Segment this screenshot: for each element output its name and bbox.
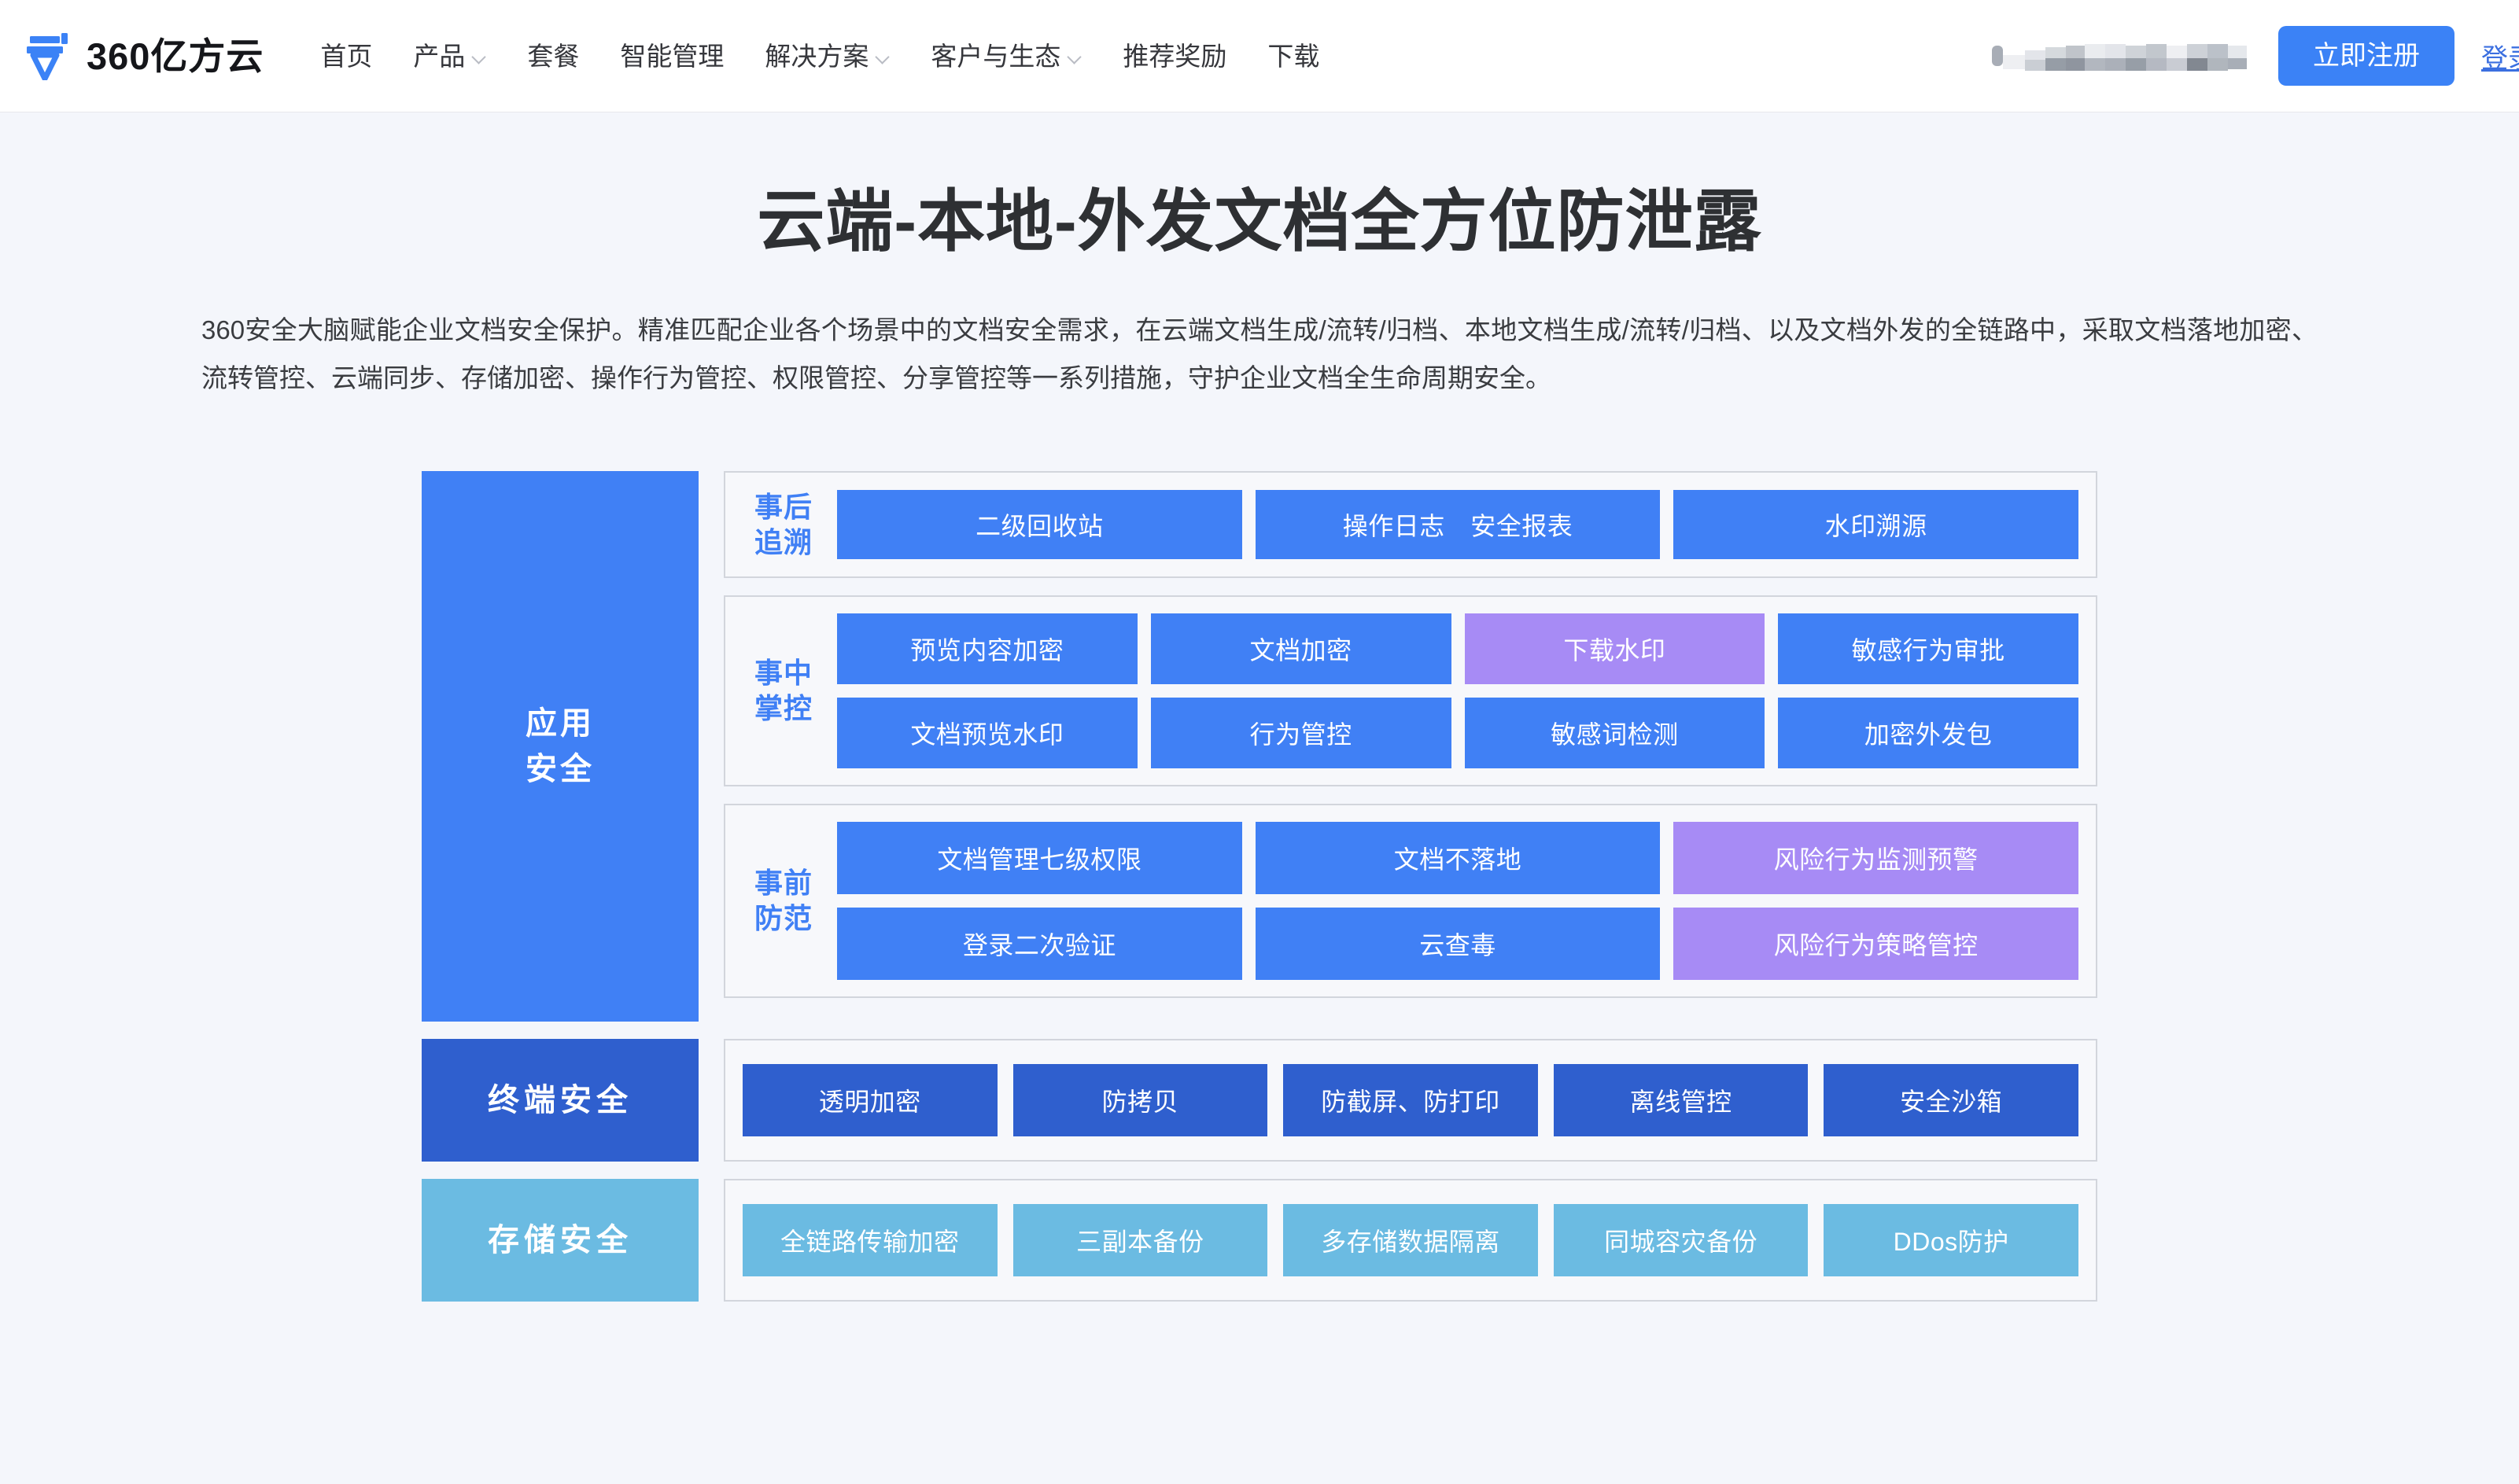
stage-label-line1: 事前 bbox=[754, 867, 813, 900]
tile-offline-control[interactable]: 离线管控 bbox=[1553, 1063, 1809, 1136]
tile-row: 登录二次验证 云查毒 风险行为策略管控 bbox=[837, 907, 2079, 980]
tile-preview-content-encryption[interactable]: 预览内容加密 bbox=[837, 613, 1138, 684]
page-title: 云端-本地-外发文档全方位防泄露 bbox=[757, 184, 1762, 260]
chevron-down-icon bbox=[876, 51, 890, 64]
tile-row: 文档预览水印 行为管控 敏感词检测 加密外发包 bbox=[837, 697, 2078, 768]
tile-document-preview-watermark[interactable]: 文档预览水印 bbox=[837, 697, 1138, 768]
stage-label: 事后 追溯 bbox=[743, 489, 824, 560]
brand-name: 360亿方云 bbox=[87, 35, 264, 77]
stage-post-incident-traceability: 事后 追溯 二级回收站 操作日志 安全报表 水印溯源 bbox=[724, 470, 2097, 578]
tile-second-level-recycle-bin[interactable]: 二级回收站 bbox=[837, 489, 1242, 559]
register-button[interactable]: 立即注册 bbox=[2278, 26, 2454, 86]
tile-full-link-transmission-encryption[interactable]: 全链路传输加密 bbox=[743, 1203, 998, 1276]
redacted-account-info bbox=[1975, 35, 2252, 77]
chevron-down-icon bbox=[473, 51, 486, 64]
nav-label: 智能管理 bbox=[620, 41, 725, 71]
stage-label-line1: 事后 bbox=[754, 490, 813, 523]
storage-security-tiles: 全链路传输加密 三副本备份 多存储数据隔离 同城容灾备份 DDos防护 bbox=[724, 1178, 2097, 1302]
stage-label: 事前 防范 bbox=[743, 865, 824, 936]
nav-item-customers-ecosystem[interactable]: 客户与生态 bbox=[931, 43, 1082, 69]
tile-seven-level-document-permissions[interactable]: 文档管理七级权限 bbox=[837, 821, 1242, 894]
stage-tiles: 二级回收站 操作日志 安全报表 水印溯源 bbox=[837, 489, 2079, 559]
site-header: 360亿方云 首页 产品 套餐 智能管理 解决方案 客户与生态 推荐奖励 下载 bbox=[0, 0, 2519, 112]
stage-label-line1: 事中 bbox=[754, 657, 813, 690]
layer-label-line2: 安全 bbox=[526, 751, 595, 786]
tile-risk-behavior-monitoring-alert[interactable]: 风险行为监测预警 bbox=[1673, 821, 2079, 894]
main-nav: 首页 产品 套餐 智能管理 解决方案 客户与生态 推荐奖励 下载 bbox=[320, 43, 1319, 69]
tile-triple-replica-backup[interactable]: 三副本备份 bbox=[1012, 1203, 1268, 1276]
stage-pre-incident-prevention: 事前 防范 文档管理七级权限 文档不落地 风险行为监测预警 登录二次验证 云查毒… bbox=[724, 803, 2097, 998]
layer-application-security: 应用 安全 事后 追溯 二级回收站 操作日志 安全报表 水印溯源 bbox=[422, 470, 2097, 1022]
stage-tiles: 预览内容加密 文档加密 下载水印 敏感行为审批 文档预览水印 行为管控 敏感词检… bbox=[837, 613, 2078, 768]
tile-row: 文档管理七级权限 文档不落地 风险行为监测预警 bbox=[837, 821, 2079, 894]
nav-label: 套餐 bbox=[527, 41, 580, 71]
stage-in-progress-control: 事中 掌控 预览内容加密 文档加密 下载水印 敏感行为审批 文档预览水印 行为管… bbox=[724, 595, 2097, 786]
layer-label-line1: 应用 bbox=[526, 705, 595, 741]
endpoint-security-tiles: 透明加密 防拷贝 防截屏、防打印 离线管控 安全沙箱 bbox=[724, 1038, 2097, 1162]
tile-sensitive-behavior-approval[interactable]: 敏感行为审批 bbox=[1778, 613, 2078, 684]
tile-behavior-control[interactable]: 行为管控 bbox=[1150, 697, 1451, 768]
layer-storage-security: 存储安全 全链路传输加密 三副本备份 多存储数据隔离 同城容灾备份 DDos防护 bbox=[422, 1178, 2097, 1302]
tile-document-encryption[interactable]: 文档加密 bbox=[1150, 613, 1451, 684]
nav-label: 首页 bbox=[320, 41, 373, 71]
tile-risk-behavior-policy-control[interactable]: 风险行为策略管控 bbox=[1673, 907, 2079, 980]
header-actions: 立即注册 登录 bbox=[1975, 0, 2519, 112]
stage-label: 事中 掌控 bbox=[743, 655, 824, 726]
application-security-stages: 事后 追溯 二级回收站 操作日志 安全报表 水印溯源 事中 bbox=[724, 470, 2097, 1022]
tile-operation-log-security-report[interactable]: 操作日志 安全报表 bbox=[1255, 489, 1661, 559]
login-link[interactable]: 登录 bbox=[2481, 43, 2519, 74]
stage-label-line2: 追溯 bbox=[754, 525, 813, 558]
nav-item-plans[interactable]: 套餐 bbox=[527, 43, 579, 69]
tile-login-two-factor-verification[interactable]: 登录二次验证 bbox=[837, 907, 1242, 980]
nav-item-products[interactable]: 产品 bbox=[413, 43, 486, 69]
stage-label-line2: 防范 bbox=[754, 902, 813, 935]
nav-label: 解决方案 bbox=[765, 41, 869, 71]
nav-label: 客户与生态 bbox=[931, 41, 1061, 71]
layer-label-storage-security: 存储安全 bbox=[422, 1178, 699, 1302]
tile-security-sandbox[interactable]: 安全沙箱 bbox=[1824, 1063, 2078, 1136]
tile-encrypted-outbound-package[interactable]: 加密外发包 bbox=[1778, 697, 2078, 768]
layer-label-endpoint-security: 终端安全 bbox=[422, 1038, 699, 1162]
tile-anti-screenshot-anti-print[interactable]: 防截屏、防打印 bbox=[1283, 1063, 1538, 1136]
tile-document-no-local-storage[interactable]: 文档不落地 bbox=[1255, 821, 1661, 894]
tile-anti-copy[interactable]: 防拷贝 bbox=[1012, 1063, 1268, 1136]
layer-label-application-security: 应用 安全 bbox=[422, 470, 699, 1022]
yifangyun-pen-logo-icon bbox=[27, 31, 72, 82]
tile-row: 二级回收站 操作日志 安全报表 水印溯源 bbox=[837, 489, 2079, 559]
security-architecture-diagram: 应用 安全 事后 追溯 二级回收站 操作日志 安全报表 水印溯源 bbox=[422, 470, 2097, 1302]
tile-transparent-encryption[interactable]: 透明加密 bbox=[743, 1063, 998, 1136]
page-description: 360安全大脑赋能企业文档安全保护。精准匹配企业各个场景中的文档安全需求，在云端… bbox=[201, 315, 2318, 392]
nav-label: 推荐奖励 bbox=[1123, 41, 1227, 71]
nav-item-referral-rewards[interactable]: 推荐奖励 bbox=[1123, 43, 1226, 69]
tile-row: 预览内容加密 文档加密 下载水印 敏感行为审批 bbox=[837, 613, 2078, 684]
nav-item-home[interactable]: 首页 bbox=[320, 43, 372, 69]
brand-logo[interactable]: 360亿方云 bbox=[27, 31, 264, 82]
nav-label: 下载 bbox=[1267, 41, 1320, 71]
chevron-down-icon bbox=[1068, 51, 1082, 64]
tile-ddos-protection[interactable]: DDos防护 bbox=[1824, 1203, 2078, 1276]
tile-multi-storage-data-isolation[interactable]: 多存储数据隔离 bbox=[1283, 1203, 1538, 1276]
nav-label: 产品 bbox=[413, 41, 466, 71]
layer-endpoint-security: 终端安全 透明加密 防拷贝 防截屏、防打印 离线管控 安全沙箱 bbox=[422, 1038, 2097, 1162]
tile-watermark-tracing[interactable]: 水印溯源 bbox=[1673, 489, 2079, 559]
nav-item-download[interactable]: 下载 bbox=[1267, 43, 1319, 69]
tile-sensitive-word-detection[interactable]: 敏感词检测 bbox=[1464, 697, 1765, 768]
page-content: 云端-本地-外发文档全方位防泄露 360安全大脑赋能企业文档安全保护。精准匹配企… bbox=[0, 183, 2519, 1302]
nav-item-smart-management[interactable]: 智能管理 bbox=[620, 43, 724, 69]
tile-same-city-disaster-recovery-backup[interactable]: 同城容灾备份 bbox=[1553, 1203, 1809, 1276]
stage-label-line2: 掌控 bbox=[754, 692, 813, 725]
nav-item-solutions[interactable]: 解决方案 bbox=[765, 43, 890, 69]
tile-cloud-virus-scan[interactable]: 云查毒 bbox=[1255, 907, 1661, 980]
stage-tiles: 文档管理七级权限 文档不落地 风险行为监测预警 登录二次验证 云查毒 风险行为策… bbox=[837, 821, 2079, 980]
tile-download-watermark[interactable]: 下载水印 bbox=[1464, 613, 1765, 684]
